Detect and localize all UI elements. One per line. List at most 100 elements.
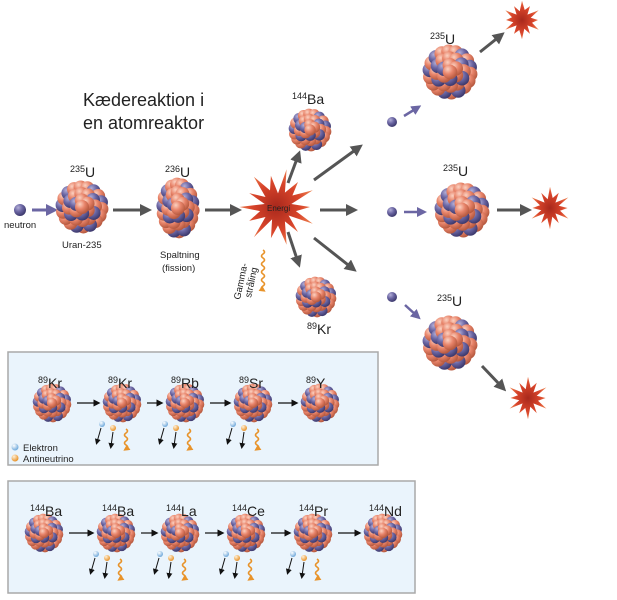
- nucleon: [314, 397, 326, 409]
- neutron-arrow-top: [403, 105, 422, 118]
- gamma-ray: [258, 249, 266, 292]
- kr-nuclide-nucleus: [32, 383, 72, 423]
- ba-antineutrino-arrow: [166, 561, 173, 579]
- nucleon: [46, 397, 58, 409]
- kr-label: 89Kr: [307, 321, 331, 337]
- kr-electron: [99, 421, 105, 427]
- ba-antineutrino: [104, 555, 110, 561]
- ba-nuclide-nucleus: [363, 513, 403, 553]
- ba-nuclide-label: 144Ba: [30, 503, 62, 519]
- kr-gamma: [123, 428, 131, 451]
- kr-nuclide-label: 89Sr: [239, 375, 263, 391]
- electron-legend-dot: [11, 443, 19, 451]
- ba-gamma: [247, 558, 255, 581]
- kr-nuclide-label: 89Kr: [108, 375, 132, 391]
- u236-nucleus: [156, 177, 200, 239]
- title-line-1: Kædereaktion i: [83, 90, 204, 110]
- kr-nuclide-label: 89Kr: [38, 375, 62, 391]
- nucleon: [174, 527, 186, 539]
- fission-caption-2: (fission): [162, 263, 195, 274]
- next-u235-label-top: 235U: [430, 31, 455, 47]
- kr-nuclide-nucleus: [165, 383, 205, 423]
- kr-antineutrino: [110, 425, 116, 431]
- next-u235-bottom: [422, 315, 478, 371]
- kr-gamma: [254, 428, 262, 451]
- arrow-neutron-bottom: [313, 236, 357, 272]
- kr-nuclide-label: 89Y: [306, 375, 326, 391]
- electron-legend-label: Elektron: [23, 443, 58, 454]
- kr-nuclide-nucleus: [300, 383, 340, 423]
- ba-nuclide-nucleus: [293, 513, 333, 553]
- ba-nucleus: [288, 108, 332, 152]
- ba-antineutrino-arrow: [232, 561, 239, 579]
- kr-antineutrino: [241, 425, 247, 431]
- nucleon: [74, 199, 90, 215]
- ba-nuclide-label: 144Pr: [299, 503, 328, 519]
- released-neutron-top: [387, 117, 397, 127]
- next-u235-top: [422, 44, 478, 100]
- kr-chain-labels: 89Kr 89Kr 89Rb 89Sr 89Y: [38, 375, 326, 391]
- arrow-to-burst-bottom: [480, 364, 507, 392]
- kr-nucleus: [295, 276, 337, 318]
- nucleon: [442, 335, 458, 351]
- kr-nuclide-nucleus: [102, 383, 142, 423]
- ba-electron: [93, 551, 99, 557]
- ba-electron: [290, 551, 296, 557]
- kr-nuclide-label: 89Rb: [171, 375, 199, 391]
- kr-gamma: [186, 428, 194, 451]
- energy-burst-star: [239, 169, 313, 245]
- kr-nuclide-nucleus: [233, 383, 273, 423]
- u235-caption: Uran-235: [62, 240, 102, 251]
- u235-nucleus: [55, 180, 109, 234]
- neutron-label: neutron: [4, 220, 36, 231]
- released-neutron-bottom: [387, 292, 397, 302]
- ba-electron: [157, 551, 163, 557]
- nucleon: [38, 527, 50, 539]
- energy-bursts: [239, 0, 569, 420]
- nucleon: [170, 200, 186, 216]
- nucleon: [310, 291, 322, 303]
- nucleon: [454, 202, 470, 218]
- nucleon: [240, 527, 252, 539]
- next-u235-label-middle: 235U: [443, 163, 468, 179]
- ba-nuclide-label: 144Nd: [369, 503, 402, 519]
- kr-electron-arrow: [225, 427, 233, 445]
- next-u235-middle: [434, 182, 490, 238]
- nucleon: [179, 397, 191, 409]
- ba-gamma: [181, 558, 189, 581]
- ba-gamma: [314, 558, 322, 581]
- nuclei: [14, 44, 490, 561]
- neutron-arrow-bottom: [404, 304, 421, 320]
- arrow-neutron-top: [313, 144, 363, 182]
- arrow-to-burst-top: [479, 32, 505, 54]
- nucleon: [110, 527, 122, 539]
- ba-antineutrino-arrow: [299, 561, 306, 579]
- energy-label: Energi: [267, 204, 290, 213]
- u236-label: 236U: [165, 164, 190, 180]
- ba-gamma: [117, 558, 125, 581]
- reaction-arrows: [32, 32, 532, 581]
- ba-antineutrino: [301, 555, 307, 561]
- kr-antineutrino-arrow: [108, 431, 115, 449]
- fission-caption-1: Spaltning: [160, 250, 200, 261]
- nucleon: [442, 64, 458, 80]
- antineutrino-legend-dot: [11, 454, 19, 462]
- ba-nuclide-nucleus: [24, 513, 64, 553]
- ba-label: 144Ba: [292, 91, 324, 107]
- ba-antineutrino-arrow: [102, 561, 109, 579]
- nucleon: [247, 397, 259, 409]
- ba-electron-arrow: [285, 557, 293, 575]
- released-neutron-middle: [387, 207, 397, 217]
- ba-decay-chain-box: [7, 480, 416, 594]
- title-line-2: en atomreaktor: [83, 113, 204, 133]
- ba-electron: [223, 551, 229, 557]
- kr-electron: [230, 421, 236, 427]
- ba-antineutrino: [168, 555, 174, 561]
- ba-nuclide-label: 144La: [166, 503, 197, 519]
- antineutrino-legend-label: Antineutrino: [23, 454, 74, 465]
- kr-antineutrino: [173, 425, 179, 431]
- kr-electron-arrow: [157, 427, 165, 445]
- energy-burst-middle: [531, 186, 569, 230]
- ba-electron-arrow: [88, 557, 96, 575]
- arrow-to-ba: [286, 150, 302, 184]
